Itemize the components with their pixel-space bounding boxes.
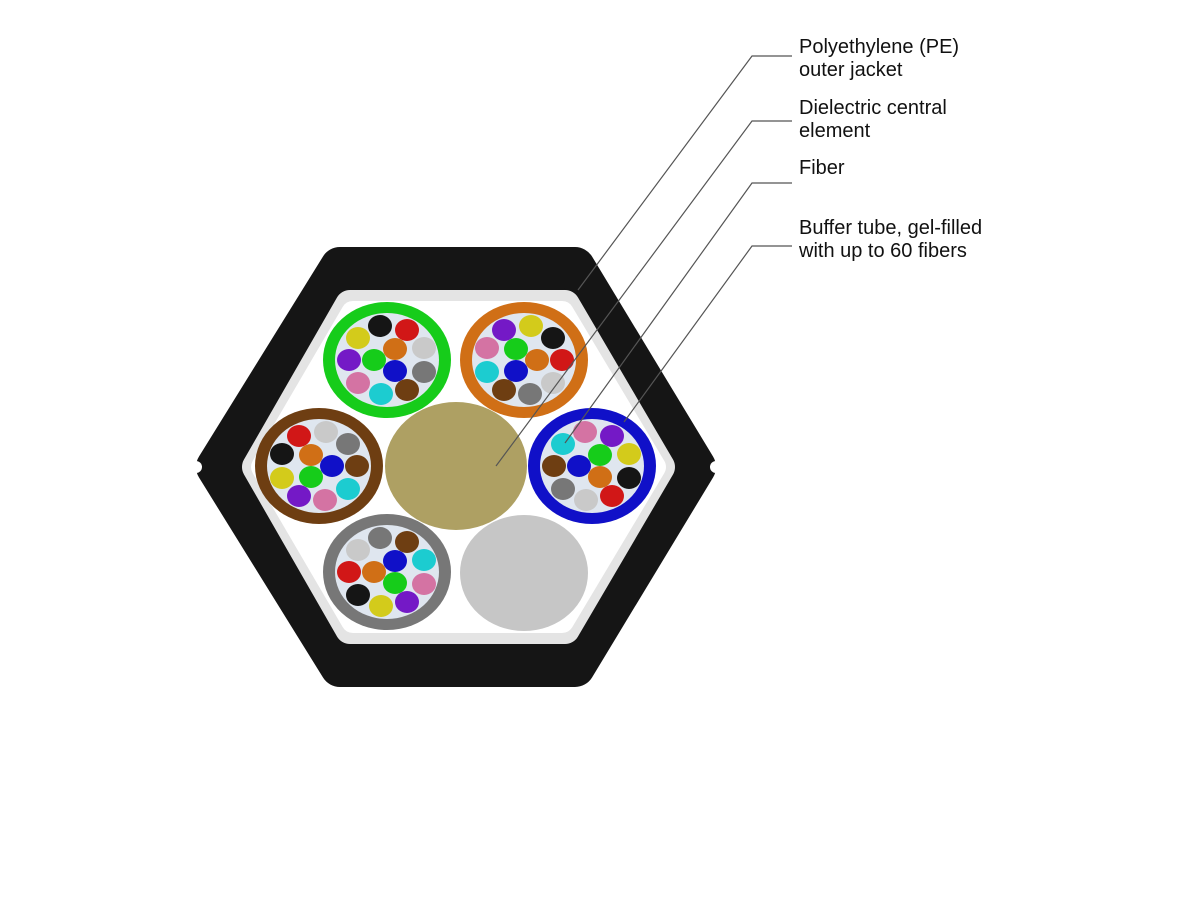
fiber-red [600, 485, 624, 507]
fiber-purple [492, 319, 516, 341]
label-line: outer jacket [799, 59, 903, 81]
fiber-blue [383, 360, 407, 382]
fiber-brown [345, 455, 369, 477]
fiber-black [346, 584, 370, 606]
fiber-lightgray [574, 489, 598, 511]
label-line: Dielectric central [799, 97, 947, 119]
buffer-tube-gray [323, 514, 451, 630]
fiber-blue [504, 360, 528, 382]
leader-line-0 [577, 55, 792, 291]
leader-line-3 [623, 245, 792, 423]
fiber-pink [475, 337, 499, 359]
fiber-cyan [475, 361, 499, 383]
fiber-blue [320, 455, 344, 477]
fiber-yellow [519, 315, 543, 337]
fiber-orange [299, 444, 323, 466]
fiber-gray [518, 383, 542, 405]
fiber-red [337, 561, 361, 583]
fiber-pink [573, 421, 597, 443]
fiber-purple [395, 591, 419, 613]
dielectric-central-element [385, 402, 527, 530]
fiber-gray [412, 361, 436, 383]
fiber-yellow [369, 595, 393, 617]
left-notch [190, 461, 202, 473]
fiber-green [362, 349, 386, 371]
fiber-orange [362, 561, 386, 583]
buffer-tube-orange [460, 302, 588, 418]
fiber-gray [368, 527, 392, 549]
fiber-black [541, 327, 565, 349]
buffer-tube-blue [528, 408, 656, 524]
fiber-red [395, 319, 419, 341]
fiber-cyan [336, 478, 360, 500]
fiber-lightgray [314, 421, 338, 443]
fiber-purple [287, 485, 311, 507]
fiber-red [287, 425, 311, 447]
fiber-yellow [270, 467, 294, 489]
fiber-orange [588, 466, 612, 488]
fiber-brown [542, 455, 566, 477]
fiber-black [368, 315, 392, 337]
label-line: element [799, 120, 871, 142]
fiber-orange [525, 349, 549, 371]
label-line: with up to 60 fibers [799, 240, 967, 262]
fiber-gray [551, 478, 575, 500]
fiber-black [617, 467, 641, 489]
fiber-brown [395, 531, 419, 553]
fiber-green [383, 572, 407, 594]
fiber-brown [395, 379, 419, 401]
label-line: Polyethylene (PE) [799, 36, 960, 58]
leader-line-1 [495, 120, 792, 467]
fiber-pink [412, 573, 436, 595]
fiber-cyan [551, 433, 575, 455]
fiber-yellow [617, 443, 641, 465]
label-buffer-tube: Buffer tube, gel-filled with up to 60 fi… [799, 217, 982, 263]
fiber-yellow [346, 327, 370, 349]
leader-line-2 [564, 182, 792, 444]
fiber-pink [313, 489, 337, 511]
fiber-brown [492, 379, 516, 401]
fiber-green [588, 444, 612, 466]
fiber-lightgray [412, 337, 436, 359]
fiber-green [299, 466, 323, 488]
fiber-red [550, 349, 574, 371]
fiber-gray [336, 433, 360, 455]
fiber-blue [567, 455, 591, 477]
fiber-blue [383, 550, 407, 572]
fiber-cyan [412, 549, 436, 571]
filler-rod [460, 515, 588, 631]
fiber-black [270, 443, 294, 465]
fiber-cyan [369, 383, 393, 405]
leader-lines [495, 55, 792, 467]
label-outer-jacket: Polyethylene (PE) outer jacket [799, 36, 959, 82]
label-fiber: Fiber [799, 157, 845, 180]
fiber-purple [600, 425, 624, 447]
right-notch [710, 461, 722, 473]
fiber-lightgray [541, 372, 565, 394]
buffer-tube-brown [255, 408, 383, 524]
label-line: Fiber [799, 157, 845, 179]
fiber-orange [383, 338, 407, 360]
fiber-green [504, 338, 528, 360]
fiber-pink [346, 372, 370, 394]
label-central-element: Dielectric central element [799, 97, 947, 143]
fiber-purple [337, 349, 361, 371]
buffer-tube-green [323, 302, 451, 418]
fiber-lightgray [346, 539, 370, 561]
label-line: Buffer tube, gel-filled [799, 217, 983, 239]
